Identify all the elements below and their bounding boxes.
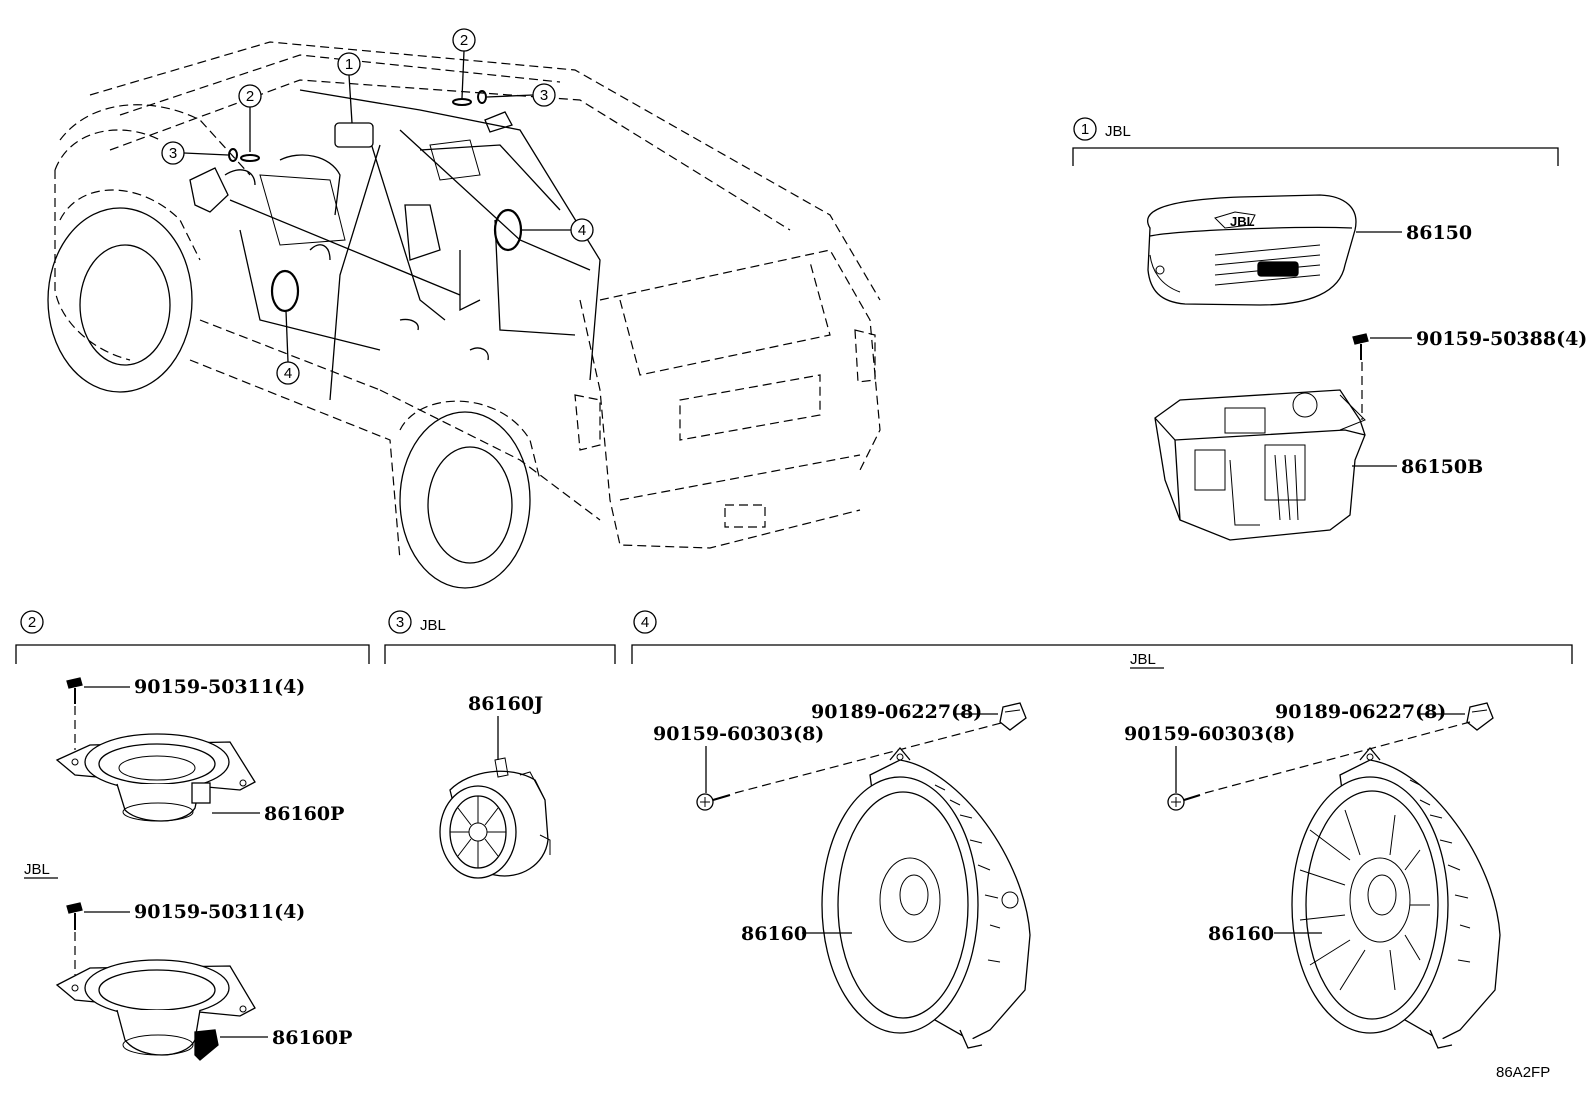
part-86150B: 86150B — [1401, 456, 1483, 478]
section-2-sub-label: JBL — [24, 861, 50, 878]
part-90159-60303-left: 90159-60303(8) — [653, 723, 824, 745]
part-86160-right: 86160 — [1208, 923, 1274, 945]
part-86160P-upper: 86160P — [264, 803, 344, 825]
clip-90189-06227-right — [1466, 702, 1494, 731]
amplifier-marker — [334, 122, 374, 148]
part-86160-left: 86160 — [741, 923, 807, 945]
part-90159-50311-upper: 90159-50311(4) — [134, 676, 305, 698]
part-90159-50311-lower: 90159-50311(4) — [134, 901, 305, 923]
section-2: 2 90159-50311(4) 86160P JBL — [15, 610, 370, 1061]
callout-3-front: 3 — [169, 145, 177, 162]
vehicle-callouts: 1 2 2 3 3 4 4 — [161, 28, 594, 385]
section-4: 4 JBL 90189-06227(8) 90159-60303(8) — [631, 610, 1573, 1049]
part-90189-06227-right: 90189-06227(8) — [1275, 701, 1446, 723]
part-86160P-lower: 86160P — [272, 1027, 352, 1049]
part-90159-60303-right: 90159-60303(8) — [1124, 723, 1295, 745]
vehicle-illustration — [47, 41, 881, 589]
section-3: 3 JBL 86160J — [384, 610, 616, 879]
woofer-86160-left — [821, 746, 1031, 1049]
callout-3-rear: 3 — [540, 87, 548, 104]
callout-4-front: 4 — [284, 365, 292, 382]
amplifier-86150B — [1154, 389, 1366, 541]
part-86150: 86150 — [1406, 222, 1472, 244]
section-4-sub-label: JBL — [1130, 651, 1156, 668]
section-3-label: JBL — [420, 617, 446, 634]
diagram-code: 86A2FP — [1496, 1064, 1550, 1081]
screw-90159-50311-upper — [66, 677, 83, 750]
section-4-number: 4 — [641, 614, 649, 631]
tweeter-86160P-lower — [55, 959, 256, 1061]
callout-2-front: 2 — [246, 88, 254, 105]
tweeter-86160J — [439, 757, 551, 879]
screw-90159-60303-right — [1167, 793, 1201, 811]
screw-90159-50388 — [1352, 333, 1369, 420]
part-90189-06227-left: 90189-06227(8) — [811, 701, 982, 723]
callout-1: 1 — [345, 56, 353, 73]
woofer-86160-right — [1291, 746, 1501, 1049]
part-90159-50388: 90159-50388(4) — [1416, 328, 1587, 350]
clip-90189-06227-left — [999, 702, 1027, 731]
section-2-number: 2 — [28, 614, 36, 631]
tweeter-86160P-upper — [55, 733, 256, 822]
section-1-number: 1 — [1081, 121, 1089, 138]
section-1-label: JBL — [1105, 123, 1131, 140]
section-3-number: 3 — [396, 614, 404, 631]
screw-90159-50311-lower — [66, 902, 83, 975]
amplifier-cover-86150: JBL — [1146, 194, 1357, 306]
callout-2-rear: 2 — [460, 32, 468, 49]
screw-90159-60303-left — [696, 793, 731, 811]
part-86160J: 86160J — [468, 693, 543, 715]
svg-text:JBL: JBL — [1230, 214, 1255, 229]
section-1: 1 JBL JBL 86150 90159-50388(4) — [1072, 117, 1587, 541]
callout-4-rear: 4 — [578, 222, 586, 239]
